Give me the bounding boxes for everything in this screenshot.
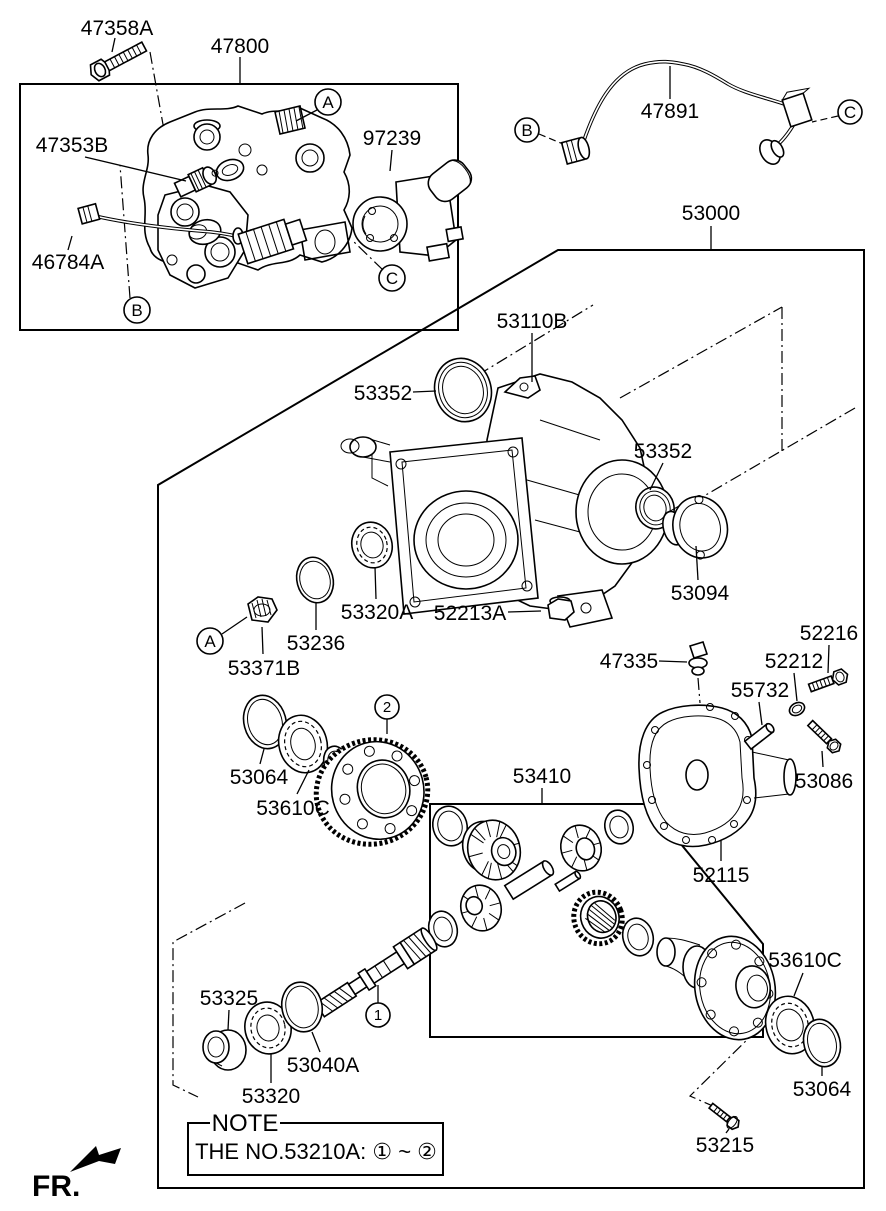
note-heading: NOTE — [212, 1110, 279, 1137]
differential-case — [656, 935, 777, 1041]
part-labels: 47358A 47800 47353B 46784A 97239 47891 5… — [32, 17, 858, 1157]
callouts: A B C B C A 2 1 — [123, 88, 863, 1028]
coupling-actuator-97239 — [352, 159, 473, 262]
diff-gear-kit-53410 — [427, 805, 777, 1041]
part-label-52212: 52212 — [765, 650, 823, 673]
part-label-47358A: 47358A — [81, 17, 153, 40]
part-label-53086: 53086 — [795, 770, 853, 793]
fr-indicator: FR. — [32, 1146, 121, 1203]
part-label-55732: 55732 — [731, 679, 789, 702]
assembly-box-47800 — [19, 83, 459, 331]
spacer-53325 — [202, 1029, 247, 1071]
bearing-53320A — [350, 521, 394, 569]
ring-gear-item2 — [313, 737, 431, 847]
part-label-53320: 53320 — [242, 1085, 300, 1108]
part-label-53610C-lower: 53610C — [768, 949, 842, 972]
bolt-53215 — [707, 1102, 740, 1131]
shim-53064-upper — [242, 694, 288, 750]
part-label-47800: 47800 — [211, 35, 269, 58]
part-label-47891: 47891 — [641, 100, 699, 123]
part-label-52213A: 52213A — [434, 602, 506, 625]
part-label-53236: 53236 — [287, 632, 345, 655]
callout-c-wire: C — [844, 103, 856, 122]
bolt-47358A — [89, 41, 148, 82]
fr-label: FR. — [32, 1170, 80, 1203]
spacer-53236 — [295, 556, 335, 604]
air-breather-47335 — [688, 641, 709, 676]
lock-nut-53371B — [247, 596, 278, 623]
callout-a-box1: A — [322, 93, 334, 112]
part-label-53371B: 53371B — [228, 657, 300, 680]
part-label-47353B: 47353B — [36, 134, 108, 157]
bolt-53086 — [806, 719, 842, 754]
fr-arrow-icon — [70, 1146, 121, 1172]
part-label-53064-upper: 53064 — [230, 766, 289, 789]
bolt-52216 — [807, 668, 849, 693]
bearing-53320-lower — [244, 1001, 292, 1055]
part-label-47335: 47335 — [600, 650, 658, 673]
part-label-53215: 53215 — [696, 1134, 754, 1157]
part-label-46784A: 46784A — [32, 251, 104, 274]
part-label-53352-left: 53352 — [354, 382, 412, 405]
differential-carrier-53110B — [340, 373, 669, 628]
part-label-53094: 53094 — [671, 582, 730, 605]
part-label-97239: 97239 — [363, 127, 421, 150]
assembly-box-53000 — [157, 249, 865, 1189]
side-cover-53094 — [662, 495, 729, 560]
part-label-53610C-upper: 53610C — [256, 797, 330, 820]
note-body: THE NO.53210A: ① ~ ② — [195, 1139, 437, 1164]
part-label-53410: 53410 — [513, 765, 571, 788]
shim-53064-lower — [802, 1018, 842, 1068]
note-box: NOTE THE NO.53210A: ① ~ ② — [187, 1110, 444, 1176]
part-label-52115: 52115 — [693, 864, 750, 887]
bearing-53610C-lower — [764, 995, 816, 1055]
part-label-53325: 53325 — [200, 987, 258, 1010]
part-label-53110B: 53110B — [497, 310, 568, 333]
part-label-53064-lower: 53064 — [793, 1078, 852, 1101]
callout-2-ring-gear: 2 — [383, 699, 391, 716]
callout-a-nut: A — [204, 632, 216, 651]
part-label-53352-right: 53352 — [634, 440, 692, 463]
drain-plug-52213A — [547, 596, 575, 621]
callout-b-wire: B — [521, 121, 532, 140]
drive-pinion-shaft-item1 — [314, 927, 438, 1018]
part-label-53320A: 53320A — [341, 601, 413, 624]
part-label-53040A: 53040A — [287, 1054, 359, 1077]
wiring-46784A — [77, 202, 308, 265]
o-ring-52212 — [788, 701, 806, 717]
rear-cover-52115 — [638, 703, 797, 848]
coupling-wiring-47891 — [538, 59, 839, 165]
dowel-pin-55732 — [743, 722, 775, 751]
part-label-53000: 53000 — [682, 202, 740, 225]
callout-c-box1: C — [386, 269, 398, 288]
callout-b-box1: B — [131, 301, 142, 320]
leader-lines — [67, 37, 830, 1134]
callout-1-pinion: 1 — [374, 1007, 382, 1024]
part-label-52216: 52216 — [800, 622, 858, 645]
oil-seal-53352-left — [433, 357, 493, 423]
ring-53040A — [280, 981, 324, 1033]
